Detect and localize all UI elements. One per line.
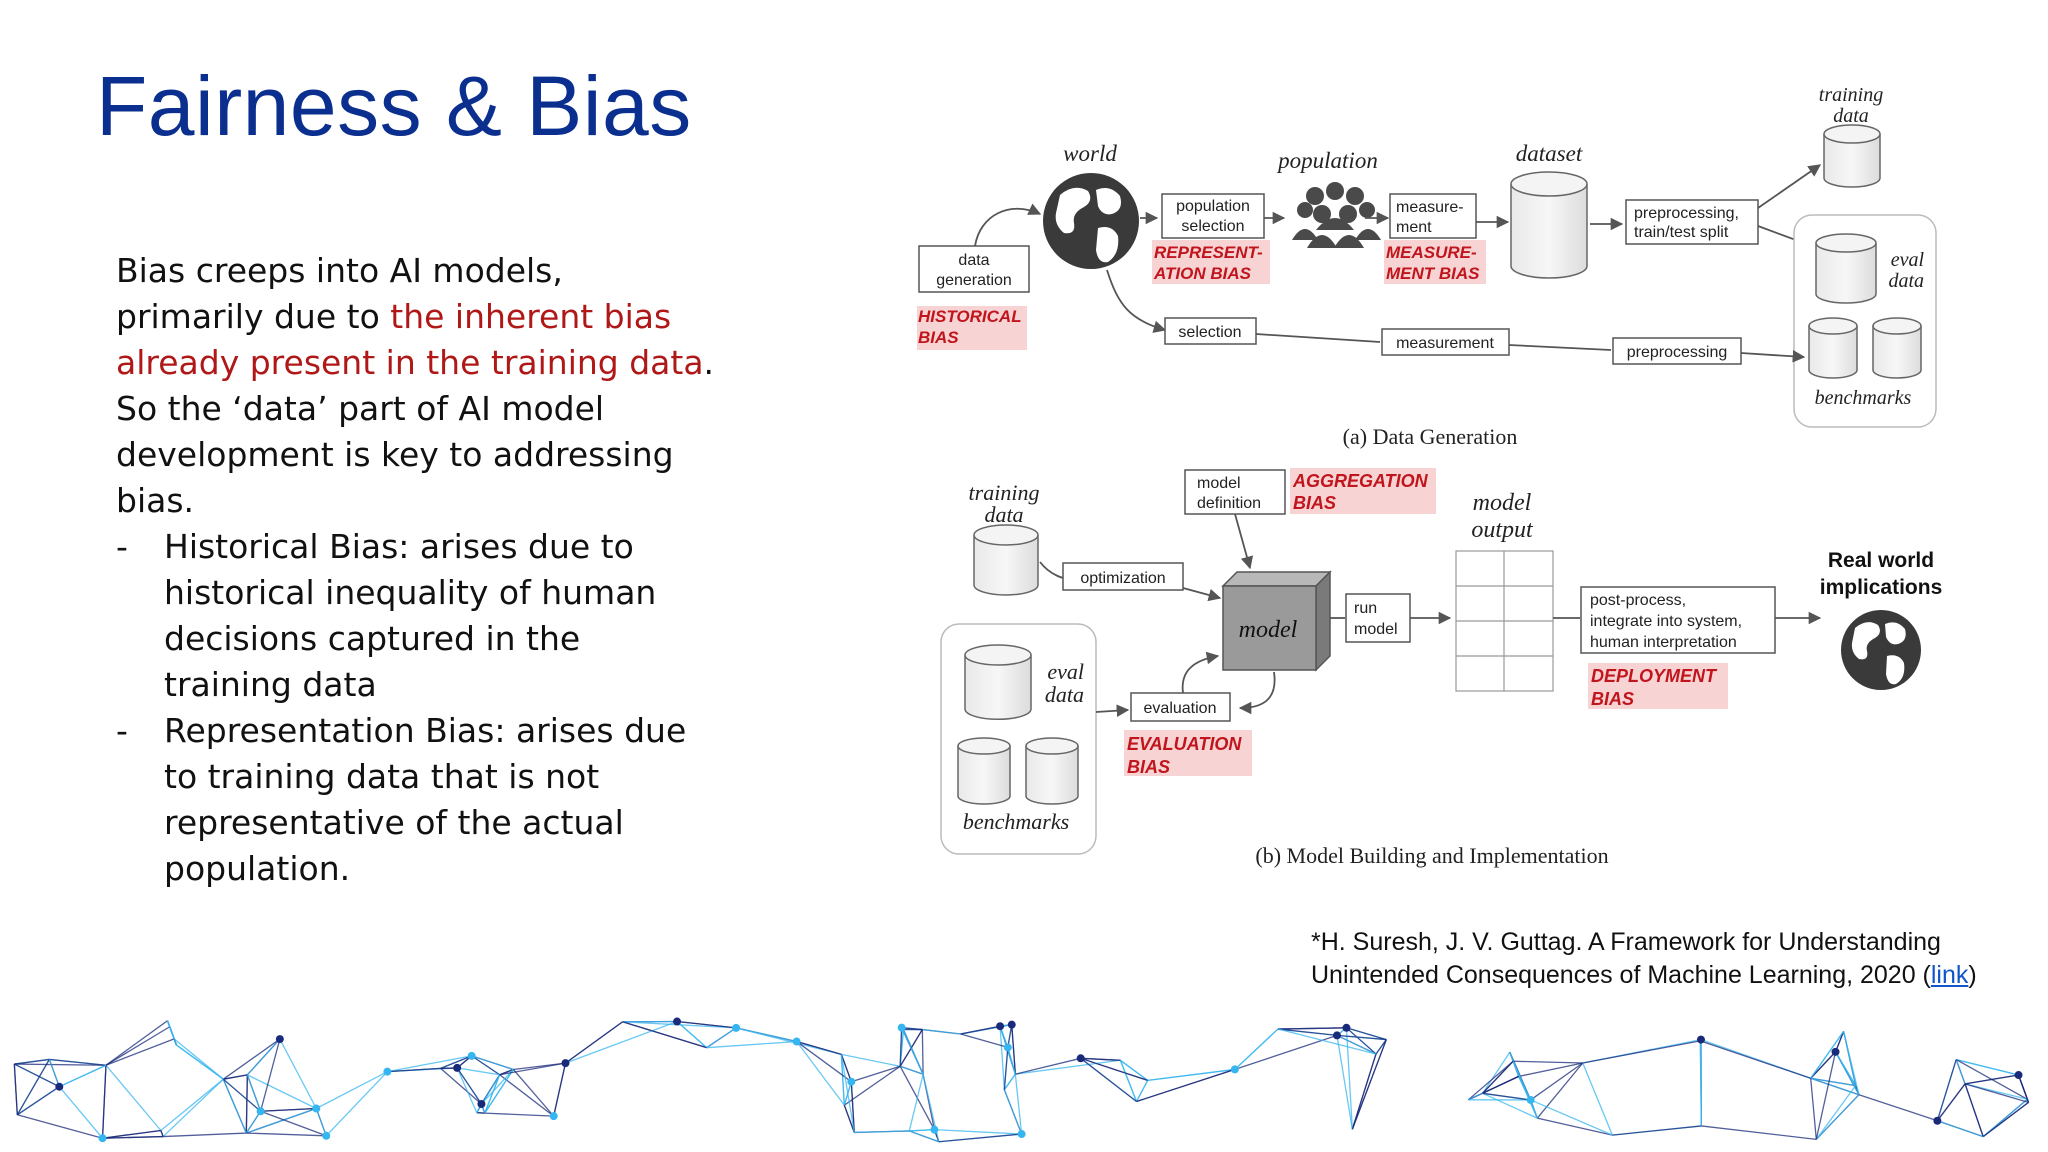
label-run-model-2: model <box>1354 621 1398 638</box>
label-evaluation: evaluation <box>1144 700 1217 717</box>
label-post-process-3: human interpretation <box>1590 634 1737 651</box>
representation-bias-label-2: ATION BIAS <box>1153 264 1252 283</box>
label-eval-data-b-2: data <box>1045 682 1084 707</box>
box-model-definition <box>1184 469 1286 515</box>
label-benchmarks-b: benchmarks <box>963 809 1069 834</box>
label-training-data-b-1: training <box>969 480 1040 505</box>
label-selection: selection <box>1178 324 1241 341</box>
measurement-bias-label-2: MENT BIAS <box>1386 264 1480 283</box>
aggregation-bias-label-2: BIAS <box>1293 493 1336 513</box>
label-model-definition-2: definition <box>1197 495 1261 512</box>
box-preprocessing-split <box>1625 199 1759 245</box>
bullet-dash: - <box>116 527 128 566</box>
label-eval-data-a-1: eval <box>1891 249 1925 271</box>
box-evaluation <box>1130 692 1231 722</box>
real-world-globe-icon <box>1841 610 1921 690</box>
label-post-process-2: integrate into system, <box>1590 613 1742 630</box>
benchmark-cylinders-b <box>957 737 1079 805</box>
measurement-bias-label-1: MEASURE- <box>1386 243 1477 262</box>
label-population-selection-1: population <box>1176 198 1250 215</box>
diagram-b: training data optimization model definit… <box>940 468 1943 868</box>
reference-line-2-text: Unintended Consequences of Machine Learn… <box>1311 961 1931 989</box>
box-preprocessing-path <box>1612 337 1742 365</box>
label-eval-data-a-2: data <box>1888 270 1924 292</box>
box-optimization <box>1062 562 1184 591</box>
benchmark-cylinders-a <box>1808 317 1922 379</box>
label-real-world-2: implications <box>1820 576 1943 599</box>
bullet-historical: - Historical Bias: arises due to histori… <box>116 524 716 708</box>
label-data-generation-1: data <box>958 252 989 269</box>
label-training-data-b-2: data <box>984 502 1023 527</box>
page-title: Fairness & Bias <box>96 59 692 153</box>
label-model-output-1: model <box>1473 490 1532 516</box>
intro-end: . <box>703 343 715 382</box>
bullet-dash: - <box>116 711 128 750</box>
label-optimization: optimization <box>1080 570 1165 587</box>
reference-line-1: *H. Suresh, J. V. Guttag. A Framework fo… <box>1311 928 1941 956</box>
label-measurement-2: ment <box>1396 219 1432 236</box>
box-run-model <box>1345 593 1411 643</box>
label-population: population <box>1276 148 1378 173</box>
caption-a: (a) Data Generation <box>1343 424 1518 449</box>
label-measurement-1: measure- <box>1396 199 1464 216</box>
diagram-a: world data generation HISTORICAL BIAS po… <box>917 84 1937 449</box>
historical-bias-label-1: HISTORICAL <box>918 307 1022 326</box>
network-pattern-footer <box>13 1017 2030 1143</box>
label-model-output-2: output <box>1471 517 1534 543</box>
label-eval-data-b-1: eval <box>1047 659 1084 684</box>
label-model: model <box>1239 617 1298 643</box>
box-selection <box>1164 317 1257 345</box>
box-post-process <box>1580 586 1776 654</box>
label-model-definition-1: model <box>1197 475 1241 492</box>
bullet-text: Representation Bias: arises due to train… <box>164 711 687 888</box>
label-preprocessing-split-1: preprocessing, <box>1634 205 1739 222</box>
intro-highlight: the inherent bias already present in the… <box>116 297 704 382</box>
training-data-cylinder-b <box>973 524 1039 596</box>
bullet-text: Historical Bias: arises due to historica… <box>164 527 657 704</box>
model-output-grid <box>1455 550 1554 692</box>
representation-bias-label-1: REPRESENT- <box>1154 243 1263 262</box>
label-population-selection-2: selection <box>1181 218 1244 235</box>
intro-paragraph: Bias creeps into AI models, primarily du… <box>116 248 716 386</box>
reference-link[interactable]: link <box>1930 961 1969 989</box>
box-measurement <box>1389 193 1477 239</box>
training-data-cylinder <box>1823 124 1881 188</box>
evaluation-bias-label-2: BIAS <box>1127 757 1170 777</box>
box-population-selection <box>1161 193 1265 239</box>
aggregation-bias-label-1: AGGREGATION <box>1292 471 1429 491</box>
label-training-data-a-1: training <box>1819 84 1883 106</box>
label-dataset: dataset <box>1516 141 1583 166</box>
reference-line-2: Unintended Consequences of Machine Learn… <box>1311 959 2011 992</box>
model-cube <box>1221 570 1332 672</box>
data-key-paragraph: So the ‘data’ part of AI model developme… <box>116 389 674 520</box>
label-benchmarks-a: benchmarks <box>1815 387 1912 409</box>
label-run-model-1: run <box>1354 600 1377 617</box>
label-preprocessing-path: preprocessing <box>1627 344 1728 361</box>
reference-citation: *H. Suresh, J. V. Guttag. A Framework fo… <box>1311 926 2011 992</box>
label-post-process-1: post-process, <box>1590 592 1686 609</box>
caption-b: (b) Model Building and Implementation <box>1255 843 1608 868</box>
label-data-generation-2: generation <box>936 272 1012 289</box>
label-measurement-path: measurement <box>1396 335 1494 352</box>
reference-close: ) <box>1968 961 1977 989</box>
deployment-bias-label-1: DEPLOYMENT <box>1591 666 1718 686</box>
deployment-bias-label-2: BIAS <box>1591 689 1634 709</box>
body-text: Bias creeps into AI models, primarily du… <box>116 248 716 892</box>
label-world: world <box>1063 141 1117 166</box>
eval-data-cylinder-a <box>1815 233 1877 304</box>
label-real-world-1: Real world <box>1828 549 1934 572</box>
population-people-icon <box>1292 182 1381 248</box>
evaluation-bias-label-1: EVALUATION <box>1127 734 1242 754</box>
intro-text: Bias creeps into AI models, primarily du… <box>116 251 563 336</box>
dataset-cylinder <box>1510 171 1588 279</box>
label-training-data-a-2: data <box>1833 105 1869 127</box>
world-globe-icon <box>1043 173 1139 269</box>
label-preprocessing-split-2: train/test split <box>1634 224 1729 241</box>
bullet-representation: - Representation Bias: arises due to tra… <box>116 708 716 892</box>
eval-data-cylinder-b <box>964 644 1032 721</box>
historical-bias-label-2: BIAS <box>918 328 959 347</box>
box-data-generation <box>918 245 1030 293</box>
box-measurement-path <box>1381 328 1510 356</box>
